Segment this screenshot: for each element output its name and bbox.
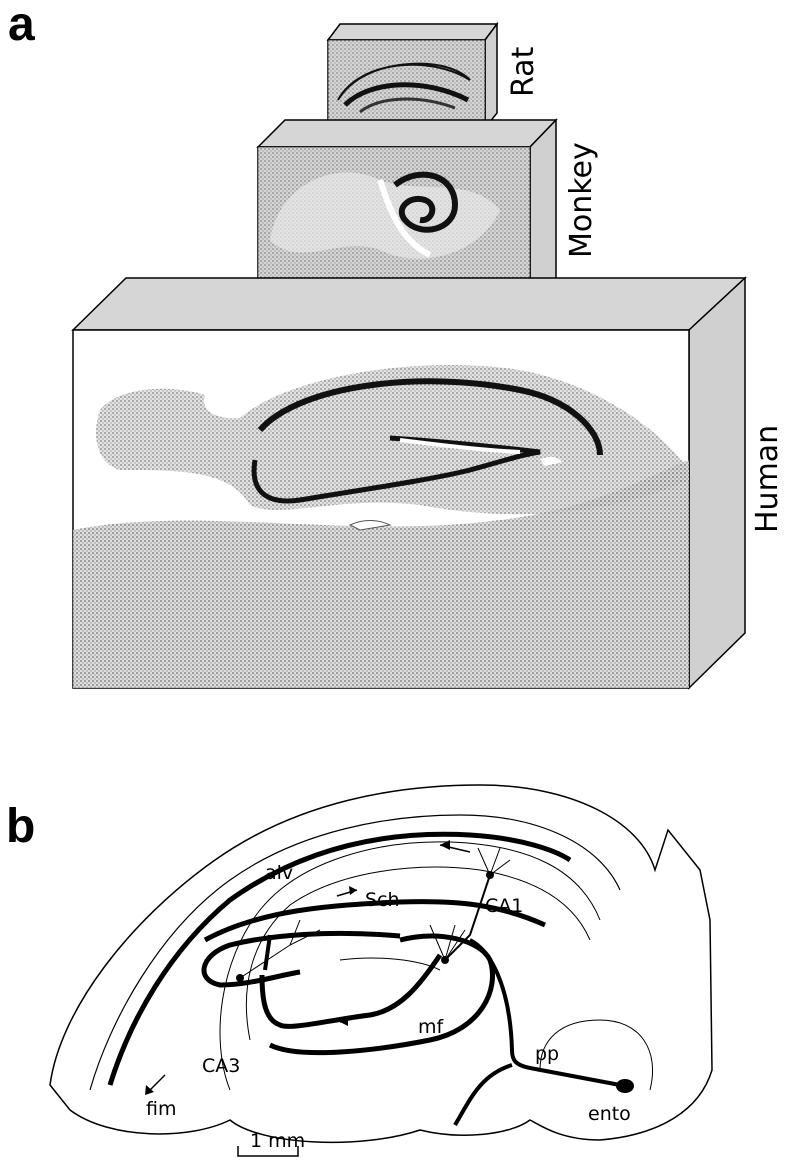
ca1-axon [445,875,490,960]
monkey-block-top [258,120,556,147]
panel-b-letter: b [6,800,35,853]
human-label: Human [750,425,785,533]
label-ca1: CA1 [485,895,523,917]
rat-block-side [485,24,497,128]
rat-block: Rat [328,24,541,128]
panel-b: b [6,785,712,1156]
ca3-dendrites [240,920,320,978]
mossy-fiber [262,955,440,1026]
human-block-top [73,278,745,330]
perforant-branch [455,1065,512,1125]
rat-block-top [328,24,497,40]
scale-bar-label: 1 mm [250,1130,305,1152]
label-fim: fim [146,1098,176,1120]
label-sch: Sch [365,889,400,911]
granule-dendrites [430,925,465,960]
human-block-side [689,278,745,688]
inner-contour-3 [246,867,590,1040]
ca3-pyramidal-loop [204,933,400,985]
rat-label: Rat [506,46,541,97]
monkey-label: Monkey [564,142,599,258]
panel-a: a Rat Monkey [8,0,785,688]
label-alv: alv [265,862,293,884]
panel-a-letter: a [8,0,35,51]
sch-arrowhead [349,886,357,895]
dentate-granule-layer [270,936,493,1053]
entorhinal-cell-body [616,1079,634,1093]
human-block: Human [73,278,785,688]
label-mf: mf [418,1016,445,1038]
dentate-inner-contour [340,958,440,970]
label-ento: ento [588,1103,631,1125]
label-ca3: CA3 [202,1055,240,1077]
label-pp: pp [535,1043,559,1065]
